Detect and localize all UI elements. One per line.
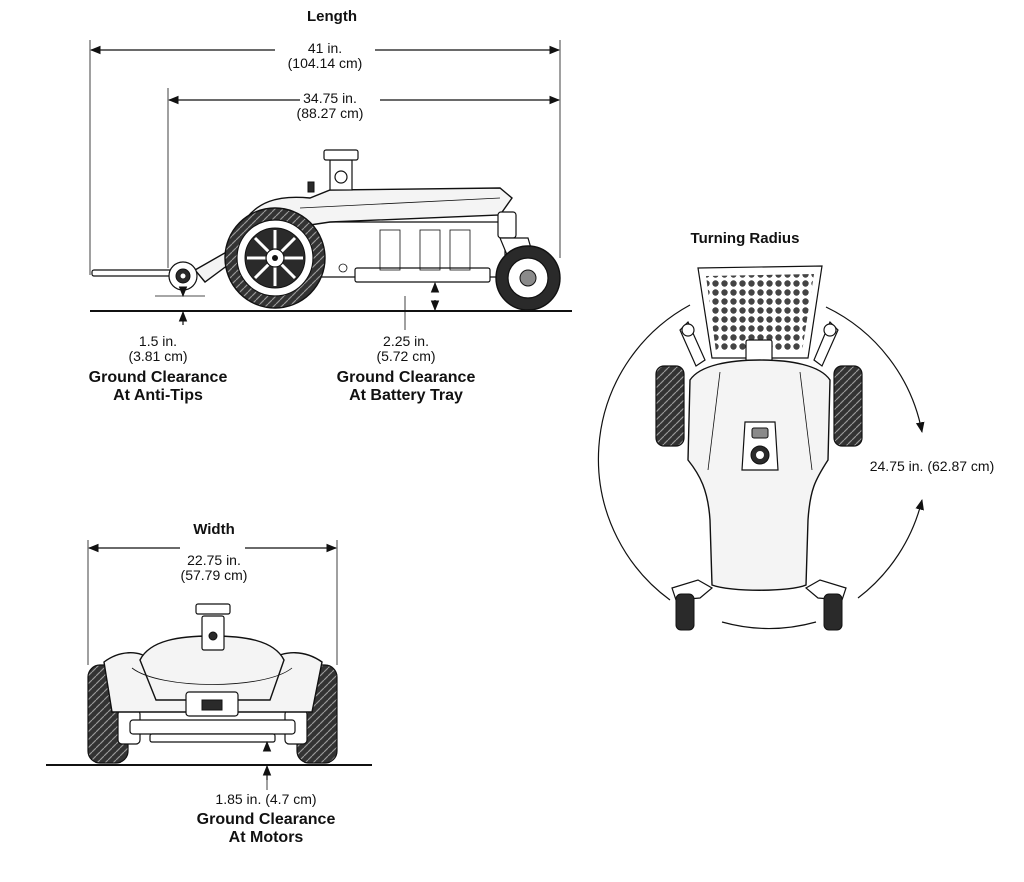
anti-tips-label-line1: Ground Clearance — [88, 369, 228, 386]
length-overall-cm: (104.14 cm) — [287, 55, 363, 71]
width-title: Width — [193, 521, 235, 538]
turning-radius-top-view — [597, 265, 925, 631]
length-overall-in: 41 in. — [307, 40, 343, 56]
length-title: Length — [307, 8, 357, 25]
length-inner-cm: (88.27 cm) — [296, 105, 364, 121]
motors-label-line1: Ground Clearance — [196, 811, 336, 828]
anti-tips-label-line2: At Anti-Tips — [113, 387, 203, 404]
battery-tray-value-cm: (5.72 cm) — [376, 348, 436, 364]
width-front-view — [46, 540, 372, 790]
motors-value: 1.85 in. (4.7 cm) — [215, 791, 317, 807]
anti-tips-value-in: 1.5 in. — [138, 333, 178, 349]
battery-tray-value-in: 2.25 in. — [383, 333, 429, 349]
motors-label-line2: At Motors — [228, 829, 304, 846]
battery-tray-label-line2: At Battery Tray — [349, 387, 463, 404]
turning-radius-title: Turning Radius — [690, 230, 800, 247]
width-value-cm: (57.79 cm) — [180, 567, 248, 583]
battery-tray-label-line1: Ground Clearance — [336, 369, 476, 386]
length-inner-in: 34.75 in. — [303, 90, 357, 106]
turning-radius-value: 24.75 in. (62.87 cm) — [869, 458, 995, 474]
anti-tips-value-cm: (3.81 cm) — [128, 348, 188, 364]
width-value-in: 22.75 in. — [187, 552, 241, 568]
length-side-view — [89, 40, 572, 330]
